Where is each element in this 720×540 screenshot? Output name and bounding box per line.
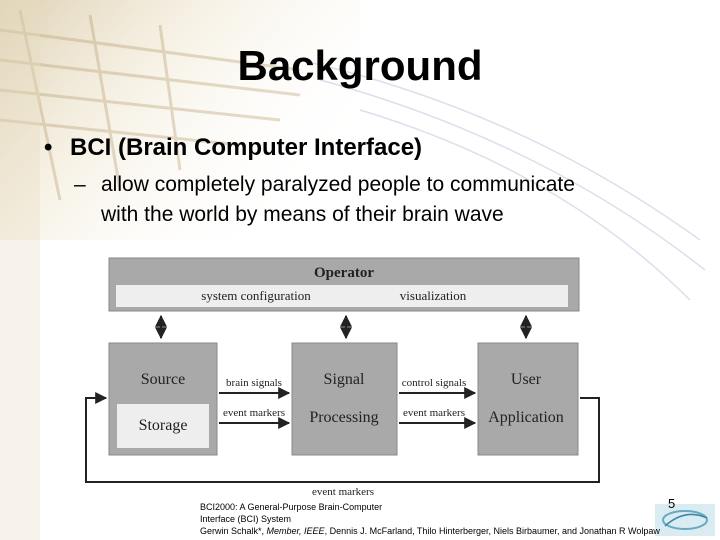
bullet-point: • BCI (Brain Computer Interface) bbox=[44, 134, 422, 162]
system-configuration-label: system configuration bbox=[201, 288, 311, 303]
control-signals-label: control signals bbox=[402, 377, 466, 389]
user-label-line2: Application bbox=[488, 409, 564, 426]
caption-line1: BCI2000: A General-Purpose Brain-Compute… bbox=[200, 502, 383, 512]
event-markers-left-label: event markers bbox=[223, 407, 285, 419]
caption-line3: Gerwin Schalk*, Member, IEEE, Dennis J. … bbox=[200, 525, 720, 537]
sub-bullet-line1: allow completely paralyzed people to com… bbox=[101, 173, 575, 196]
logo-icon bbox=[655, 504, 715, 536]
caption-author-1: Gerwin Schalk*, bbox=[200, 526, 267, 536]
visualization-label: visualization bbox=[400, 288, 467, 303]
feedback-loop-line bbox=[85, 392, 600, 483]
storage-box bbox=[117, 404, 209, 448]
operator-label: Operator bbox=[314, 265, 374, 281]
sub-bullet-line2: with the world by means of their brain w… bbox=[101, 203, 504, 226]
page-number: 5 bbox=[668, 496, 676, 511]
brain-signals-label: brain signals bbox=[226, 377, 282, 389]
slide-title: Background bbox=[237, 42, 483, 89]
sub-bullet-dash: – bbox=[74, 173, 86, 196]
bullet-text: BCI (Brain Computer Interface) bbox=[70, 134, 423, 161]
user-application-box bbox=[477, 342, 579, 456]
event-markers-bottom-label: event markers bbox=[312, 486, 374, 498]
signal-label-line2: Processing bbox=[309, 409, 378, 426]
signal-label-line1: Signal bbox=[324, 371, 365, 388]
caption-member-ieee: Member, IEEE bbox=[266, 526, 325, 536]
storage-label: Storage bbox=[139, 417, 188, 434]
citation-caption: BCI2000: A General-Purpose Brain-Compute… bbox=[200, 501, 720, 537]
signal-processing-box bbox=[291, 342, 398, 456]
caption-line2: Interface (BCI) System bbox=[200, 514, 292, 524]
event-markers-right-label: event markers bbox=[403, 407, 465, 419]
operator-inner-bar bbox=[116, 285, 568, 307]
bullet-dot: • bbox=[44, 134, 53, 161]
bci-diagram: Operator system configuration visualizat… bbox=[66, 248, 616, 500]
user-label-line1: User bbox=[511, 371, 542, 388]
caption-authors-rest: , Dennis J. McFarland, Thilo Hinterberge… bbox=[324, 526, 660, 536]
sub-bullet: –allow completely paralyzed people to co… bbox=[74, 170, 674, 230]
source-label: Source bbox=[141, 371, 185, 388]
